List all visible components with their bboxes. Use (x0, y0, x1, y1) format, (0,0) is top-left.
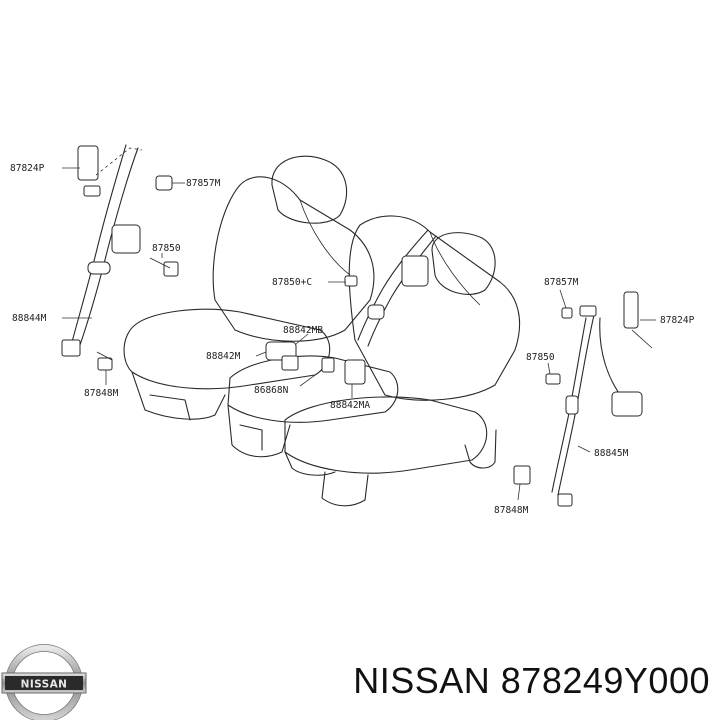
brand-name: NISSAN (353, 660, 491, 701)
left-seatbelt-assembly (61, 144, 179, 371)
label-88842MB: 88842MB (283, 325, 323, 336)
label-87824P-left: 87824P (10, 163, 45, 174)
label-87850C: 87850+C (272, 277, 312, 288)
center-seatbelt-assembly (265, 229, 437, 385)
label-87857M-right: 87857M (544, 277, 579, 288)
label-87857M-left: 87857M (186, 178, 221, 189)
label-87850-right: 87850 (526, 352, 555, 363)
rear-seat-drawing (123, 155, 521, 507)
label-87848M-right: 87848M (494, 505, 529, 516)
label-88845M: 88845M (594, 448, 629, 459)
part-labels: 87824P 87857M 87850 88844M 87848M 87850+… (10, 163, 695, 516)
leader-lines (62, 167, 656, 501)
right-seatbelt-assembly (513, 291, 653, 507)
nissan-logo: NISSAN (1, 644, 87, 720)
label-86868N: 86868N (254, 385, 289, 396)
logo-text: NISSAN (21, 679, 68, 691)
label-87848M-left: 87848M (84, 388, 119, 399)
seat-belt-parts-diagram: 87824P 87857M 87850 88844M 87848M 87850+… (10, 144, 695, 516)
footer-caption: NISSAN 878249Y000 (353, 660, 710, 702)
label-87850-left: 87850 (152, 243, 181, 254)
label-87824P-right: 87824P (660, 315, 695, 326)
label-88842MA: 88842MA (330, 400, 370, 411)
part-number: 878249Y000 (500, 660, 710, 701)
label-88842M: 88842M (206, 351, 241, 362)
label-88844M: 88844M (12, 313, 47, 324)
